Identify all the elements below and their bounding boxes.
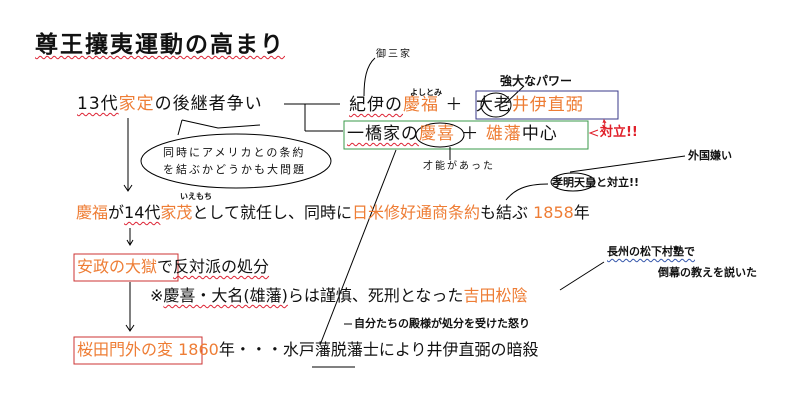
year: 1858 xyxy=(533,203,574,222)
text: らは謹慎、死刑となった xyxy=(287,286,464,305)
yuhan: 雄藩 xyxy=(485,124,522,144)
tairo-circle xyxy=(480,92,512,118)
shoka-note-2: 倒幕の教えを説いた xyxy=(658,266,757,279)
emperor-circle xyxy=(550,172,596,192)
power-note: 強大なパワー xyxy=(500,74,573,88)
shoka-note-1: 長州の松下村塾で xyxy=(607,246,695,257)
emperor-note: 孝明天皇と対立!! xyxy=(552,177,639,188)
hitotsubashi-prefix: 一橋家の xyxy=(347,124,419,144)
yoshitomi: 慶福 xyxy=(76,203,109,222)
year-suffix: 年 xyxy=(573,203,590,222)
ansei-purge: 安政の大獄 xyxy=(77,257,158,276)
kii-prefix: 紀伊の xyxy=(349,95,403,115)
particle: が xyxy=(108,203,125,222)
arrow-head xyxy=(125,324,135,332)
note-mark: ※ xyxy=(150,286,164,305)
arrow-head xyxy=(126,239,134,246)
yoshitomi: 慶福 xyxy=(403,95,439,115)
iesada: 家定 xyxy=(118,94,155,114)
punishment-row: ※慶喜・大名(雄藩)らは謹慎、死刑となった吉田松陰 xyxy=(150,288,527,304)
year: 1860 xyxy=(178,340,219,359)
gosanke-note: 御三家 xyxy=(376,49,412,60)
mito: 水戸 xyxy=(282,340,315,359)
ii-naosuke: 井伊直弼 xyxy=(511,95,584,115)
generation-13: 13代 xyxy=(77,94,119,114)
shoka-line-1: 長州の松下村塾で xyxy=(607,245,695,258)
iemochi: 家茂 xyxy=(160,203,193,222)
sakuradamon-incident: 桜田門外の変 xyxy=(77,340,174,359)
gaikoku-note: 外国嫌い xyxy=(688,149,732,162)
text: で xyxy=(157,257,174,276)
generation-14: 14代 xyxy=(124,203,161,222)
text: として就任し、同時に xyxy=(192,203,352,222)
yoshida-shoin: 吉田松陰 xyxy=(463,286,528,305)
punished-lords: 慶喜・大名(雄藩) xyxy=(163,286,288,305)
center-text: 中心 xyxy=(521,124,558,144)
emperor-conflict: と対立!! xyxy=(596,176,640,189)
speech-line-1: 同時にアメリカとの条約 xyxy=(163,146,306,159)
tairo: 大老 xyxy=(475,95,512,115)
ansei-box xyxy=(73,253,179,282)
text: 年・・・ xyxy=(218,340,283,359)
sakuradamon-row: 桜田門外の変 1860年・・・水戸藩脱藩士により井伊直弼の暗殺 xyxy=(77,342,539,358)
treaty: 日米修好通商条約 xyxy=(351,203,480,222)
mito-link-line xyxy=(319,149,397,346)
hitotsubashi-row: 一橋家の慶喜 ＋ 雄藩中心 xyxy=(347,126,558,143)
text: も結ぶ xyxy=(479,203,528,222)
conflict-label: 対立!! xyxy=(600,125,638,140)
page-title: 尊王攘夷運動の高まり xyxy=(35,32,285,58)
ansei-row: 安政の大獄で反対派の処分 xyxy=(77,259,269,275)
assassination-text: 藩脱藩士により井伊直弼の暗殺 xyxy=(314,340,539,359)
hitotsubashi-box xyxy=(343,120,589,150)
succession-text: の後継者争い xyxy=(154,94,263,114)
yoshitomi-ruby: よしとみ xyxy=(410,88,442,97)
kii-row: 紀伊の慶福 ＋ 大老井伊直弼 xyxy=(349,97,584,114)
anger-note: 自分たちの殿様が処分を受けた怒り xyxy=(354,317,530,330)
plus: ＋ xyxy=(461,124,480,144)
yoshinobu: 慶喜 xyxy=(419,124,455,144)
ii-naosuke-box xyxy=(475,90,619,120)
yoshinobu-circle xyxy=(415,122,465,148)
iemochi-ruby: いえもち xyxy=(180,192,212,201)
plus: ＋ xyxy=(445,95,464,115)
speech-line-2: を結ぶかどうかも大問題 xyxy=(163,163,306,176)
komei-emperor: 孝明天皇 xyxy=(552,176,596,189)
sakuradamon-box xyxy=(73,336,203,365)
speech-bubble xyxy=(140,133,332,189)
talent-note: 才能があった xyxy=(423,161,495,172)
succession-row: 13代家定の後継者争い xyxy=(77,96,263,113)
iemochi-row: 慶福が14代家茂として就任し、同時に日米修好通商条約も結ぶ 1858年 xyxy=(76,205,590,221)
text: 反対派の処分 xyxy=(173,257,270,276)
arrow-head xyxy=(123,184,133,192)
